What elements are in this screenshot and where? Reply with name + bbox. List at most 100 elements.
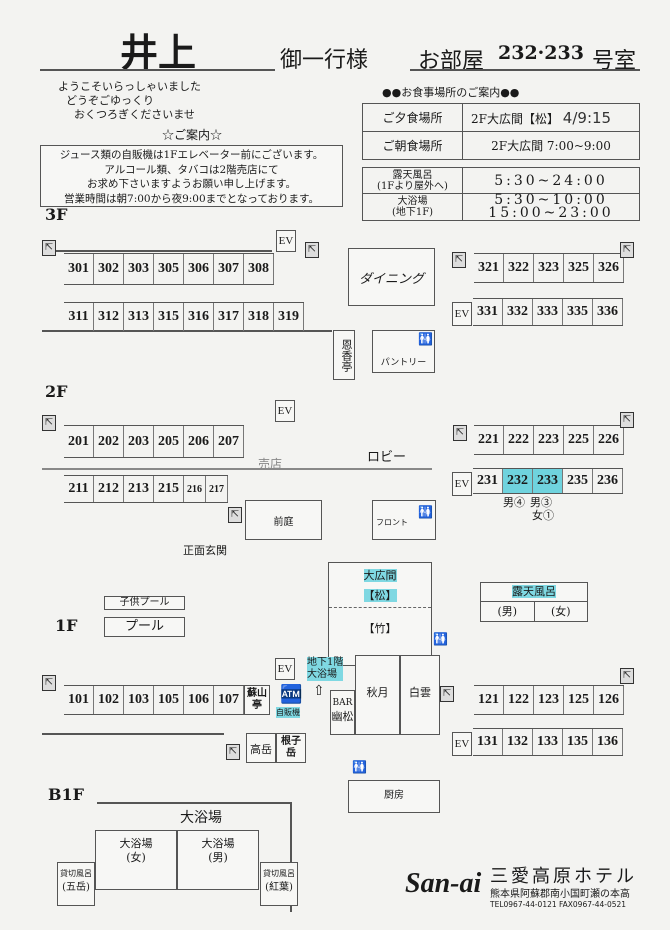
notice-title: ☆ご案内☆: [162, 128, 223, 142]
outdoor-bath-label: 露天風呂(1Fより屋外へ): [362, 167, 463, 194]
wall: [42, 330, 332, 332]
breakfast-label: ご朝食場所: [362, 131, 463, 160]
meals-table: ご夕食場所 2F大広間【松】 4/9:15 ご朝食場所 2F大広間 7:00~9…: [362, 103, 640, 160]
room-206: 206: [184, 426, 214, 457]
men-bath-label: 大浴場: [201, 837, 235, 850]
room-225: 225: [564, 426, 594, 454]
restroom-icon: 🚻: [418, 505, 433, 519]
main-entrance-label: 正面玄関: [183, 544, 227, 557]
emergency-exit-icon: ⇱: [42, 675, 56, 691]
women-bath: 大浴場(女): [95, 830, 177, 890]
room-102: 102: [94, 686, 124, 714]
room-311: 311: [64, 303, 94, 331]
bath-hours-table: 露天風呂(1Fより屋外へ) 5:30~24:00 大浴場(地下1F) 5:30~…: [362, 167, 640, 221]
divider: [410, 69, 640, 71]
greeting-line: どうぞごゆっくり: [66, 94, 154, 107]
dinner-place: 2F大広間【松】: [471, 111, 559, 126]
wall: [42, 250, 272, 252]
room-133: 133: [533, 729, 563, 755]
takadake-room: 高岳: [246, 733, 276, 763]
front-desk-label: フロント: [376, 518, 408, 527]
outdoor-bath-sub: (1Fより屋外へ): [377, 180, 448, 192]
elevator-2f: EV: [275, 400, 295, 422]
front-desk: フロント: [372, 500, 436, 540]
guest-suffix: 御一行様: [280, 48, 369, 73]
room-333: 333: [533, 299, 563, 325]
room-322: 322: [504, 254, 534, 282]
greeting-line: おくつろぎくださいませ: [74, 108, 195, 121]
emergency-exit-icon: ⇱: [440, 686, 454, 702]
room-122: 122: [504, 686, 534, 714]
private-bath-label: 貸切風呂: [263, 869, 295, 878]
elevator-1f-east: EV: [452, 732, 472, 756]
room-319: 319: [274, 303, 304, 331]
elevator-3f-east: EV: [452, 302, 472, 326]
main-bath-hours-morning: 5:30~10:00: [494, 192, 608, 208]
front-garden: 前庭: [245, 500, 322, 540]
emergency-exit-icon: ⇱: [453, 425, 467, 441]
emergency-exit-icon: ⇱: [620, 412, 634, 428]
room-313: 313: [124, 303, 154, 331]
main-bath-sub: (地下1F): [391, 207, 434, 218]
sozantei-room: 蘇山亭: [244, 685, 270, 715]
women-bath-sub: (女): [126, 851, 146, 864]
hall-matsu: 【松】: [363, 589, 397, 602]
room-306: 306: [184, 254, 214, 284]
room-331: 331: [473, 299, 503, 325]
room-202: 202: [94, 426, 124, 457]
outdoor-bath-hours: 5:30~24:00: [462, 167, 640, 194]
outdoor-bath-women: (女): [550, 605, 571, 618]
room-212: 212: [94, 476, 124, 502]
elevator-2f-east: EV: [452, 472, 472, 496]
emergency-exit-icon: ⇱: [620, 668, 634, 684]
room-103: 103: [124, 686, 154, 714]
room-numbers: 232·233: [498, 42, 584, 64]
occupancy-note-232: 男④: [503, 496, 525, 509]
room-325: 325: [564, 254, 594, 282]
breakfast-value: 2F大広間 7:00~9:00: [462, 131, 640, 160]
room-221: 221: [474, 426, 504, 454]
outdoor-bath-label: 露天風呂: [512, 585, 556, 598]
divider: [40, 69, 275, 71]
room-316: 316: [184, 303, 214, 331]
emergency-exit-icon: ⇱: [228, 507, 242, 523]
private-bath-name: (五岳): [62, 882, 90, 893]
bar-name: 幽松: [331, 710, 354, 723]
emergency-exit-icon: ⇱: [42, 415, 56, 431]
banquet-hall-label: 大広間: [363, 569, 397, 582]
pool: プール: [104, 617, 185, 637]
main-bath-name: 大浴場: [397, 196, 428, 207]
room-323: 323: [534, 254, 564, 282]
room-303: 303: [124, 254, 154, 284]
pantry-label: パントリー: [380, 358, 427, 368]
room-216: 216: [184, 476, 206, 502]
room-126: 126: [594, 686, 624, 714]
room-205: 205: [154, 426, 184, 457]
restroom-icon: 🚻: [352, 760, 367, 774]
room-203: 203: [124, 426, 154, 457]
room-222: 222: [504, 426, 534, 454]
akizuki-room: 秋月: [355, 655, 400, 735]
outdoor-bath-men: (男): [481, 602, 535, 621]
room-335: 335: [563, 299, 593, 325]
dinner-handwritten-time: 4/9:15: [562, 108, 612, 127]
room-312: 312: [94, 303, 124, 331]
hotel-name: 三愛高原ホテル: [490, 866, 637, 887]
private-bath-left: 貸切風呂 (五岳): [57, 862, 95, 906]
room-235: 235: [563, 469, 593, 493]
room-223: 223: [534, 426, 564, 454]
room-105: 105: [154, 686, 184, 714]
dinner-label: ご夕食場所: [362, 103, 463, 132]
elevator-3f: EV: [276, 230, 296, 252]
men-bath-sub: (男): [208, 851, 228, 864]
women-bath-label: 大浴場: [119, 837, 153, 850]
private-bath-label: 貸切風呂: [60, 869, 92, 878]
room-226: 226: [594, 426, 624, 454]
hall-take: 【竹】: [363, 622, 397, 635]
main-bath-label: 大浴場(地下1F): [362, 193, 463, 221]
room-232: 232: [503, 469, 533, 493]
